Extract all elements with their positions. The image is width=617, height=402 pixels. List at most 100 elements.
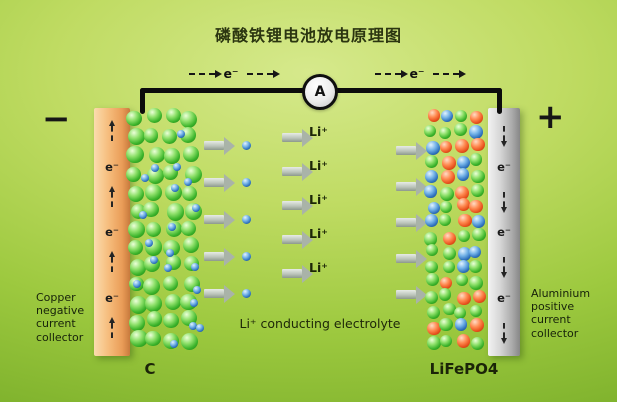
li-ion-flow-row: Li⁺ — [282, 260, 328, 283]
li-arrow-icon — [204, 247, 235, 266]
atom-sphere — [439, 200, 452, 213]
atom-sphere — [442, 260, 456, 274]
atom-sphere — [458, 229, 471, 242]
li-ion-flow-row: Li⁺ — [282, 124, 328, 147]
atom-sphere — [181, 185, 197, 201]
li-ion-dot — [195, 324, 204, 333]
li-ion-label: Li⁺ — [309, 192, 328, 207]
atom-sphere — [166, 107, 182, 123]
dashed-arrow-right-icon — [375, 69, 409, 78]
atom-sphere — [456, 259, 471, 274]
aluminium-collector-bar: e⁻ e⁻ e⁻ — [488, 108, 520, 356]
electron-down-arrow-icon — [501, 322, 507, 344]
li-ion-dot — [176, 130, 185, 139]
dashed-arrow-right-icon — [189, 69, 223, 78]
atom-sphere — [129, 296, 148, 314]
electron-up-arrow-icon — [109, 120, 115, 142]
li-ion-dot — [138, 210, 147, 219]
anode-material-label: C — [144, 360, 156, 378]
li-ion-label: Li⁺ — [309, 158, 328, 173]
li-arrow-icon — [282, 264, 313, 283]
atom-sphere — [146, 107, 163, 124]
atom-sphere — [161, 128, 177, 144]
atom-sphere — [164, 148, 180, 164]
atom-sphere — [458, 214, 472, 228]
electron-down-arrow-icon — [501, 191, 507, 213]
atom-sphere — [439, 335, 452, 348]
atom-sphere — [455, 139, 470, 154]
lifepo4-electrode — [423, 109, 486, 351]
atom-sphere — [470, 318, 484, 333]
atom-sphere — [470, 169, 485, 184]
copper-collector-caption: Copper negative current collector — [36, 291, 85, 344]
atom-sphere — [457, 247, 472, 261]
atom-sphere — [455, 273, 468, 286]
atom-sphere — [472, 215, 485, 228]
atom-sphere — [427, 109, 441, 122]
atom-sphere — [424, 169, 439, 184]
li-ion-dot — [163, 264, 172, 273]
atom-sphere — [182, 237, 200, 254]
li-arrow-icon — [396, 285, 427, 304]
li-ion-dot — [183, 178, 192, 187]
electron-label: e⁻ — [409, 66, 425, 81]
atom-sphere — [438, 127, 451, 140]
atom-sphere — [126, 145, 144, 164]
atom-sphere — [427, 336, 442, 351]
li-ion-dot — [193, 285, 202, 294]
atom-sphere — [423, 232, 438, 246]
circuit-wire-right-stub — [497, 88, 502, 114]
electron-label: e⁻ — [497, 159, 511, 174]
ammeter-label: A — [314, 84, 326, 100]
li-ion-flow-row: Li⁺ — [282, 226, 328, 249]
atom-sphere — [443, 247, 457, 261]
atom-sphere — [128, 239, 144, 255]
electron-up-arrow-icon — [109, 185, 115, 207]
atom-sphere — [471, 137, 485, 152]
atom-sphere — [146, 166, 164, 184]
atom-sphere — [426, 305, 441, 320]
atom-sphere — [442, 156, 456, 170]
dashed-arrow-right-icon — [432, 69, 466, 78]
li-ion-dot — [242, 178, 251, 187]
atom-sphere — [427, 202, 440, 215]
atom-sphere — [143, 128, 159, 144]
li-ion-dot — [190, 263, 199, 272]
atom-sphere — [424, 125, 437, 138]
electron-flow-left: e⁻ — [166, 66, 296, 81]
li-ion-flow-row: Li⁺ — [282, 192, 328, 215]
atom-sphere — [456, 333, 471, 348]
li-ion-dot — [192, 203, 201, 212]
negative-terminal-sign: − — [42, 99, 71, 139]
li-arrow-icon — [204, 284, 235, 303]
atom-sphere — [148, 146, 166, 163]
li-ion-dot — [190, 299, 199, 308]
positive-terminal-sign: + — [536, 97, 565, 137]
atom-sphere — [456, 197, 470, 211]
li-ion-dot — [150, 256, 159, 265]
atom-sphere — [468, 259, 483, 274]
electron-up-arrow-icon — [109, 316, 115, 338]
atom-sphere — [457, 291, 471, 306]
atom-sphere — [454, 307, 467, 320]
li-arrow-icon — [396, 249, 427, 268]
atom-sphere — [440, 187, 454, 201]
li-ion-label: Li⁺ — [309, 260, 328, 275]
atom-sphere — [469, 152, 483, 166]
atom-sphere — [128, 186, 145, 203]
electron-up-arrow-icon — [109, 251, 115, 273]
atom-sphere — [453, 122, 468, 137]
li-arrow-icon — [204, 210, 235, 229]
li-ion-dot — [242, 289, 251, 298]
atom-sphere — [443, 302, 456, 316]
electron-label: e⁻ — [105, 225, 119, 239]
atom-sphere — [145, 222, 161, 238]
electron-label: e⁻ — [497, 290, 511, 305]
li-arrow-icon — [204, 173, 235, 192]
atom-sphere — [472, 289, 486, 303]
atom-sphere — [128, 128, 145, 146]
atom-sphere — [468, 125, 483, 140]
atom-sphere — [456, 156, 470, 170]
atom-sphere — [471, 227, 486, 242]
